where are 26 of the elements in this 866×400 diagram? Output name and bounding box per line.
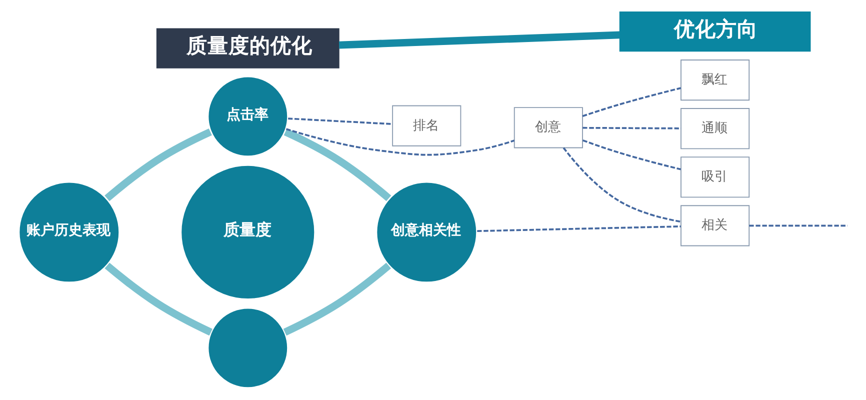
node-circle: 创意相关性 — [374, 180, 478, 284]
connector — [285, 128, 514, 156]
connector — [104, 262, 212, 336]
node-box: 通顺 — [680, 108, 750, 150]
node-box: 飘红 — [680, 60, 750, 101]
node-box: 相关 — [680, 205, 750, 246]
connector — [582, 87, 681, 118]
connector — [562, 147, 681, 223]
node-box: 吸引 — [680, 156, 750, 198]
connector — [288, 118, 392, 125]
node-box: 质量度的优化 — [156, 28, 339, 68]
node-circle: 点击率 — [206, 75, 288, 158]
connector — [282, 262, 391, 336]
node-box: 创意 — [513, 107, 582, 148]
connector — [582, 139, 680, 170]
node-box: 优化方向 — [618, 11, 810, 52]
node-circle: 质量度 — [179, 164, 316, 300]
node-box: 排名 — [392, 105, 461, 146]
connector — [582, 126, 680, 130]
connector — [476, 226, 680, 232]
node-circle: 账户历史表现 — [17, 180, 120, 284]
connector — [283, 128, 391, 202]
connector — [104, 128, 212, 202]
connector — [748, 224, 848, 227]
connector — [338, 31, 620, 49]
node-circle — [206, 306, 288, 390]
